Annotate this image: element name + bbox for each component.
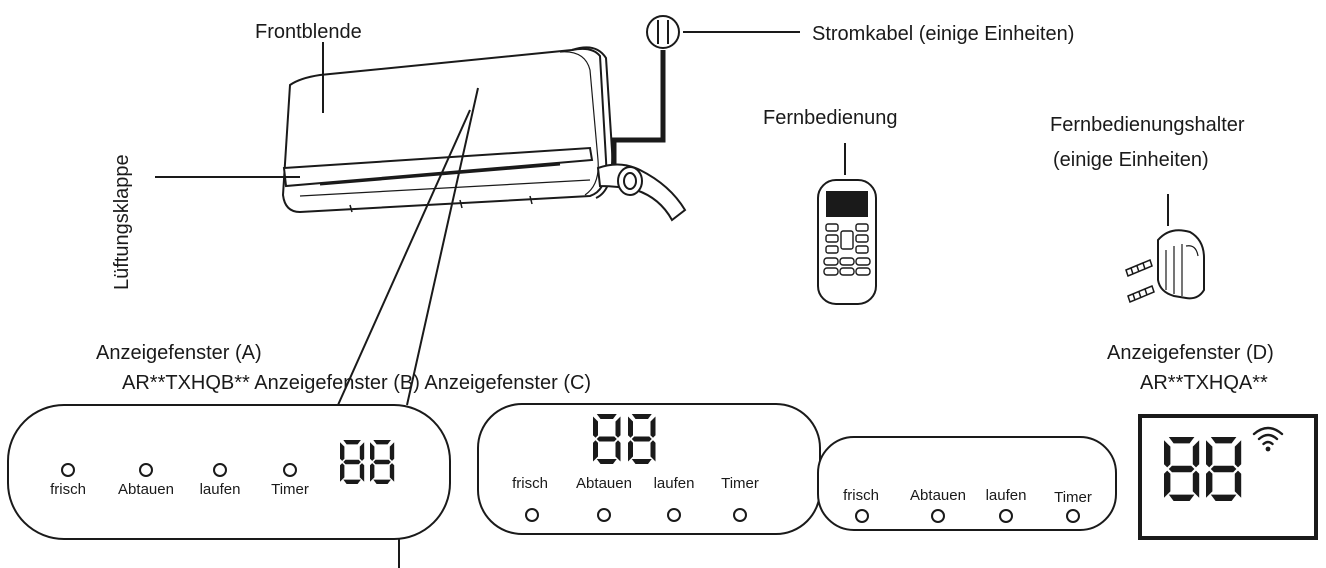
indicator-a-abtauen: Abtauen xyxy=(118,481,174,498)
label-remote: Fernbedienung xyxy=(763,107,898,129)
zoom-line-left xyxy=(337,109,471,406)
indicator-a-frisch: frisch xyxy=(50,481,86,498)
label-display-d-model: AR**TXHQA** xyxy=(1140,372,1268,394)
power-cable xyxy=(611,50,666,164)
indicator-c-abtauen: Abtauen xyxy=(910,487,966,504)
label-remote-holder-line2: (einige Einheiten) xyxy=(1053,149,1209,171)
led-b-abtauen xyxy=(597,508,611,522)
label-display-d: Anzeigefenster (D) xyxy=(1107,342,1274,364)
indicator-c-laufen: laufen xyxy=(985,487,1027,504)
led-c-timer xyxy=(1066,509,1080,523)
indicator-b-timer: Timer xyxy=(721,475,759,492)
indicator-b-abtauen: Abtauen xyxy=(576,475,632,492)
louver-shape xyxy=(282,146,594,188)
label-display-a-b-c: AR**TXHQB** Anzeigefenster (B) Anzeigefe… xyxy=(122,372,592,394)
led-b-timer xyxy=(733,508,747,522)
led-a-laufen xyxy=(213,463,227,477)
indicator-b-laufen: laufen xyxy=(653,475,695,492)
led-a-timer xyxy=(283,463,297,477)
led-c-abtauen xyxy=(931,509,945,523)
led-a-frisch xyxy=(61,463,75,477)
led-a-abtauen xyxy=(139,463,153,477)
screws xyxy=(1125,258,1155,304)
led-c-frisch xyxy=(855,509,869,523)
indicator-b-frisch: frisch xyxy=(512,475,548,492)
led-c-laufen xyxy=(999,509,1013,523)
remote-holder xyxy=(1157,229,1205,300)
power-plug xyxy=(646,15,680,49)
indicator-a-timer: Timer xyxy=(271,481,309,498)
drain-hose xyxy=(596,163,687,222)
indicator-c-frisch: frisch xyxy=(843,487,879,504)
wifi-icon xyxy=(1252,426,1284,452)
indicator-c-timer: Timer xyxy=(1054,489,1092,506)
indoor-unit-side xyxy=(571,46,614,199)
zoom-line-right xyxy=(406,87,479,406)
remote-screen xyxy=(826,191,868,217)
display-panel-c xyxy=(817,436,1117,531)
label-front-panel: Frontblende xyxy=(255,21,362,43)
led-b-laufen xyxy=(667,508,681,522)
label-remote-holder-line1: Fernbedienungshalter xyxy=(1050,114,1245,136)
label-louver: Lüftungsklappe xyxy=(111,154,133,290)
led-b-frisch xyxy=(525,508,539,522)
display-panel-b xyxy=(477,403,821,535)
display-panel-a xyxy=(7,404,451,540)
indicator-a-laufen: laufen xyxy=(199,481,241,498)
label-power-cable: Stromkabel (einige Einheiten) xyxy=(812,23,1075,45)
label-display-a: Anzeigefenster (A) xyxy=(96,342,262,364)
